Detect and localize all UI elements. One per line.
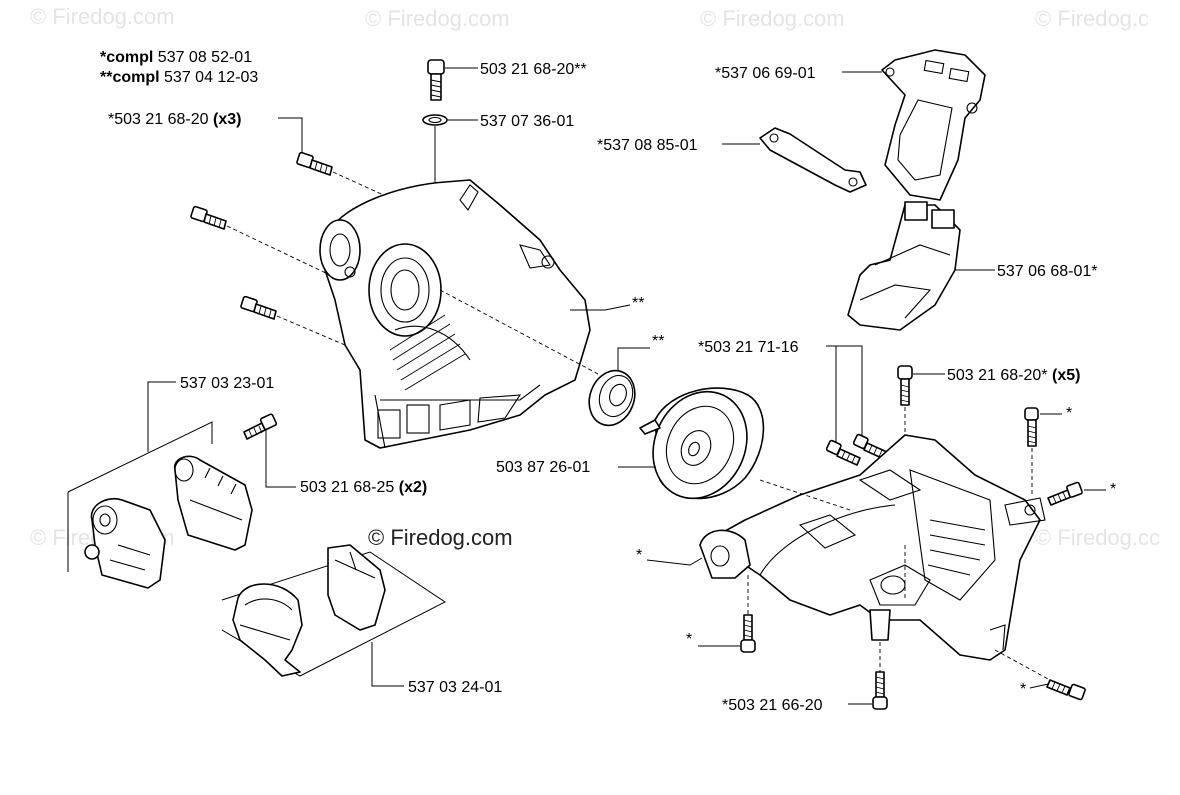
copyright-notice: © Firedog.com — [368, 525, 513, 550]
compl-note-2-prefix: **compl — [100, 69, 160, 86]
label-screw-x5-number: 503 21 68-20* — [947, 367, 1052, 384]
label-washer: 537 07 36-01 — [480, 113, 574, 130]
clamp-inner-left — [232, 583, 303, 677]
screw-x5 — [897, 365, 945, 545]
top-screw — [427, 59, 478, 101]
compl-note-1-prefix: *compl — [100, 49, 153, 66]
housing-screw-2 — [190, 205, 331, 276]
gasket — [722, 127, 867, 193]
label-screw-x3-number: *503 21 68-20 — [108, 111, 213, 128]
watermark: © Firedog.com — [365, 6, 510, 31]
label-housing-ref: ** — [632, 295, 644, 312]
label-cover-upper: *537 06 69-01 — [715, 65, 816, 82]
label-screw-x5-qty: (x5) — [1052, 367, 1080, 384]
label-screw-66: *503 21 66-20 — [722, 697, 823, 714]
bearing — [588, 347, 650, 427]
label-star-c: * — [636, 547, 642, 564]
screw-x2 — [243, 413, 296, 488]
screw-66 — [848, 642, 888, 710]
label-drum: 503 87 26-01 — [496, 459, 590, 476]
label-screw-x5: 503 21 68-20* (x5) — [947, 367, 1080, 384]
watermark: © Firedog.com — [700, 6, 845, 31]
label-star-a: * — [1066, 405, 1072, 422]
label-screw-top: 503 21 68-20** — [480, 61, 587, 78]
screw-71-a — [825, 439, 861, 466]
watermark: © Firedog.c — [1035, 6, 1149, 31]
upper-cover — [842, 49, 986, 201]
housing-screw-1 — [296, 151, 391, 199]
label-screw-x3: *503 21 68-20 (x3) — [108, 111, 241, 128]
clutch-housing — [319, 179, 631, 449]
label-screw-x3-qty: (x3) — [213, 111, 241, 128]
label-intake: 537 06 68-01* — [997, 263, 1098, 280]
screw-vertical-right — [1024, 407, 1062, 495]
compl-note-2-number: 537 04 12-03 — [160, 69, 259, 86]
screw-71-b — [852, 433, 888, 460]
clutch-drum — [618, 387, 765, 500]
washer — [422, 114, 478, 126]
screw-right-horizontal — [1047, 481, 1106, 506]
label-gasket: *537 08 85-01 — [597, 137, 698, 154]
label-screw-71: *503 21 71-16 — [698, 339, 799, 356]
clamp-half-left — [84, 498, 166, 589]
watermark: © Firedog.cc — [1035, 525, 1160, 550]
label-screw-x2-number: 503 21 68-25 — [300, 479, 399, 496]
label-star-e: * — [1020, 681, 1026, 698]
label-star-d: * — [686, 631, 692, 648]
crankcase — [699, 434, 1046, 661]
clamp-inner-right — [327, 544, 386, 631]
label-screw-x2-qty: (x2) — [399, 479, 427, 496]
intake-part — [847, 201, 995, 331]
label-screw-x2: 503 21 68-25 (x2) — [300, 479, 427, 496]
label-bearing-ref: ** — [652, 333, 664, 350]
compl-note-2: **compl 537 04 12-03 — [100, 69, 258, 86]
compl-note-1-number: 537 08 52-01 — [153, 49, 252, 66]
crankcase-screw-lower-left — [698, 575, 756, 653]
clamp-half-right — [174, 455, 253, 551]
label-star-b: * — [1110, 481, 1116, 498]
label-clamp-assy: 537 03 23-01 — [180, 375, 274, 392]
housing-screw-3 — [240, 295, 346, 346]
watermark: © Firedog.com — [30, 4, 175, 29]
crankcase-screw-bottom-right — [994, 649, 1086, 701]
compl-note-1: *compl 537 08 52-01 — [100, 49, 252, 66]
label-clamp-inner: 537 03 24-01 — [408, 679, 502, 696]
